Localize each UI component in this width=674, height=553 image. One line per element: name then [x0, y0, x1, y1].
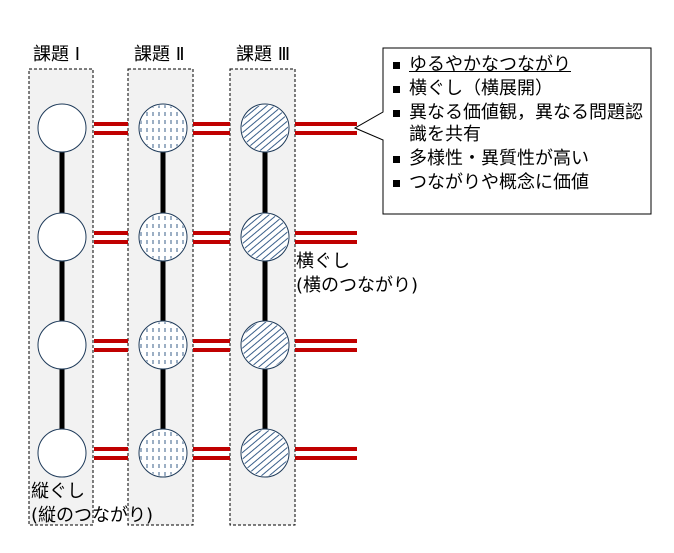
callout-item: つながりや概念に価値 [391, 172, 651, 194]
node-c1-r1 [37, 103, 87, 153]
callout-item: 多様性・異質性が高い [391, 148, 651, 170]
column-title-2: 課題 Ⅱ [134, 44, 185, 65]
node-c3-r2-pattern [242, 214, 288, 260]
node-c2-r1-pattern [140, 105, 186, 151]
node-c3-r4-pattern [242, 430, 288, 476]
callout-bubble [353, 47, 652, 215]
node-c2-r2-pattern [140, 214, 186, 260]
vertical-label-sub: (縦のつながり) [31, 505, 154, 526]
node-c1-r2 [37, 212, 87, 262]
node-c1-r4 [37, 428, 87, 478]
callout-item: ゆるやかなつながり [391, 54, 651, 76]
node-c3-r3-pattern [242, 322, 288, 368]
horizontal-label-sub: (横のつながり) [296, 275, 419, 296]
horizontal-label-title: 横ぐし [296, 251, 350, 272]
horizontal-link-row-2 [94, 231, 357, 244]
node-c2-r4-pattern [140, 430, 186, 476]
column-title-3: 課題 Ⅲ [236, 44, 291, 65]
horizontal-link-row-4 [94, 447, 357, 460]
horizontal-link-row-1 [94, 122, 357, 135]
horizontal-link-row-3 [94, 339, 357, 352]
node-c2-r3-pattern [140, 322, 186, 368]
node-c1-r3 [37, 320, 87, 370]
callout-item: 異なる価値観，異なる問題認識を共有 [391, 102, 644, 146]
node-c3-r1-pattern [242, 105, 288, 151]
callout-box: ゆるやかなつながり 横ぐし（横展開） 異なる価値観，異なる問題認識を共有 多様性… [383, 48, 651, 214]
vertical-label-title: 縦ぐし [31, 481, 85, 502]
column-title-1: 課題 Ⅰ [33, 44, 81, 65]
callout-item: 横ぐし（横展開） [391, 78, 651, 100]
callout-list: ゆるやかなつながり 横ぐし（横展開） 異なる価値観，異なる問題認識を共有 多様性… [383, 48, 651, 194]
